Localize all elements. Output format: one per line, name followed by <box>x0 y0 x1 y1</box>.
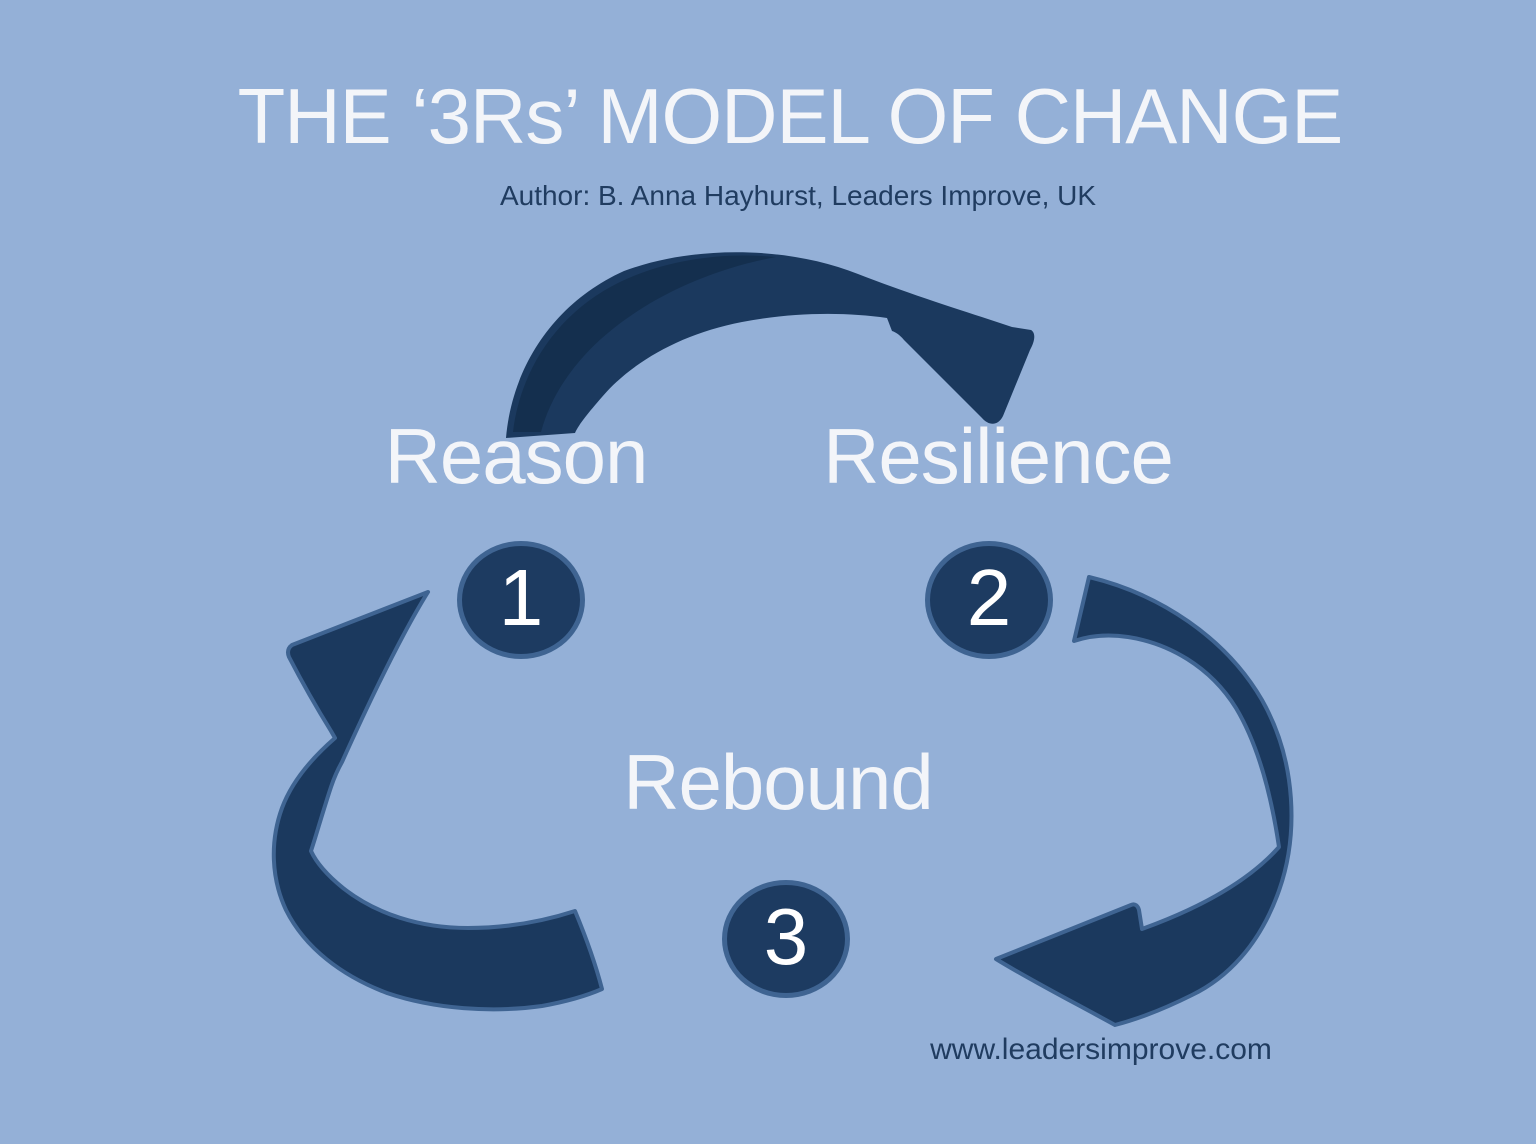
arrow-resilience-to-rebound-icon <box>994 575 1294 1027</box>
website-url: www.leadersimprove.com <box>930 1033 1272 1066</box>
step-circle-3: 3 <box>722 880 850 998</box>
step-circle-1: 1 <box>457 541 585 659</box>
step-label-resilience: Resilience <box>823 412 1174 500</box>
arrow-shade-icon <box>513 255 776 432</box>
step-label-rebound: Rebound <box>623 738 934 826</box>
page-title: THE ‘3Rs’ MODEL OF CHANGE <box>237 72 1344 160</box>
step-number-3: 3 <box>763 892 809 981</box>
step-circle-2: 2 <box>925 541 1053 659</box>
step-label-reason: Reason <box>384 412 649 500</box>
step-number-1: 1 <box>498 553 544 642</box>
arrow-rebound-to-reason-icon <box>271 590 604 1012</box>
step-number-2: 2 <box>966 553 1012 642</box>
author-line: Author: B. Anna Hayhurst, Leaders Improv… <box>499 180 1097 211</box>
